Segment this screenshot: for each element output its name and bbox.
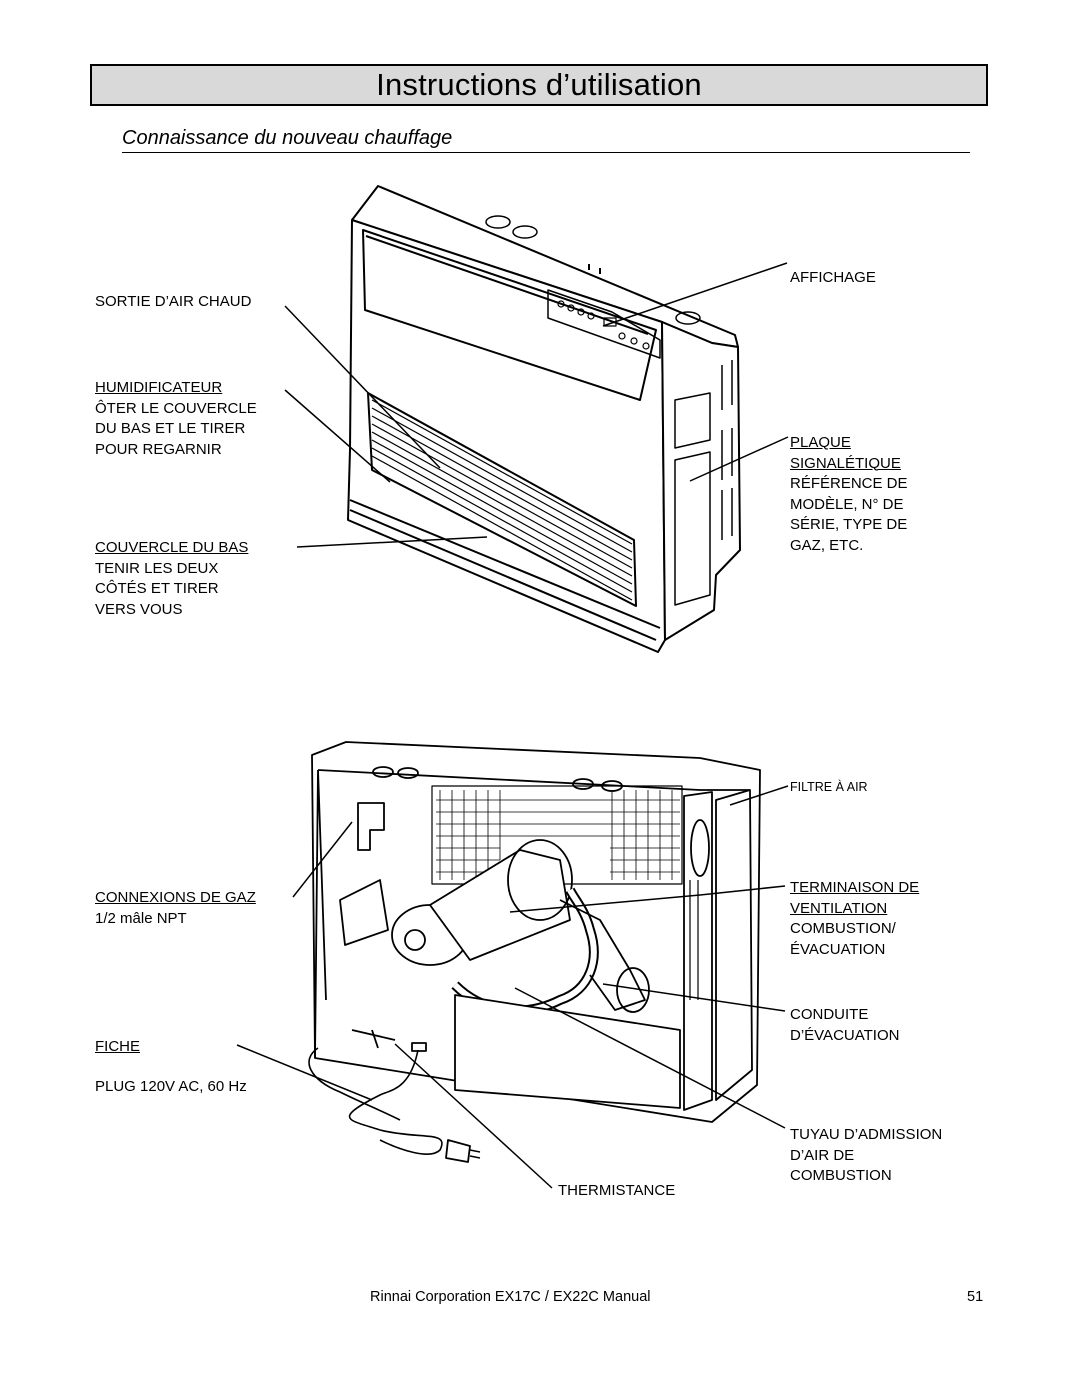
heater-internal-drawing — [308, 741, 761, 1163]
footer-page-number: 51 — [967, 1289, 984, 1305]
page-title: Instructions d’utilisation — [376, 67, 702, 102]
section-subtitle: Connaissance du nouveau chauffage — [122, 127, 970, 153]
label-sortie-air-chaud: SORTIE D’AIR CHAUD — [95, 293, 252, 310]
label-thermistance: THERMISTANCE — [558, 1182, 676, 1199]
label-terminaison-de-ventilation: TERMINAISON DE VENTILATION COMBUSTION/ É… — [790, 879, 920, 958]
heater-front-drawing — [347, 185, 741, 653]
label-filtre-a-air: FILTRE À AIR — [790, 780, 868, 794]
grille-slats — [371, 399, 633, 601]
label-couvercle-du-bas: COUVERCLE DU BAS TENIR LES DEUX CÔTÉS ET… — [95, 539, 249, 618]
label-connexions-de-gaz: CONNEXIONS DE GAZ 1/2 mâle NPT — [95, 889, 256, 927]
label-humidificateur: HUMIDIFICATEUR ÔTER LE COUVERCLE DU BAS … — [95, 379, 257, 458]
label-affichage: AFFICHAGE — [790, 269, 876, 286]
label-fiche: FICHE — [95, 1038, 140, 1055]
leader-lines — [236, 262, 789, 1189]
label-plaque-signaletique: PLAQUE SIGNALÉTIQUE RÉFÉRENCE DE MODÈLE,… — [790, 434, 908, 554]
page-title-box: Instructions d’utilisation — [90, 64, 988, 106]
label-tuyau-admission: TUYAU D’ADMISSION D’AIR DE COMBUSTION — [790, 1126, 943, 1184]
label-plug: PLUG 120V AC, 60 Hz — [95, 1078, 247, 1095]
footer-manual-title: Rinnai Corporation EX17C / EX22C Manual — [370, 1289, 651, 1305]
label-conduite-evacuation: CONDUITE D’ÉVACUATION — [790, 1006, 900, 1044]
